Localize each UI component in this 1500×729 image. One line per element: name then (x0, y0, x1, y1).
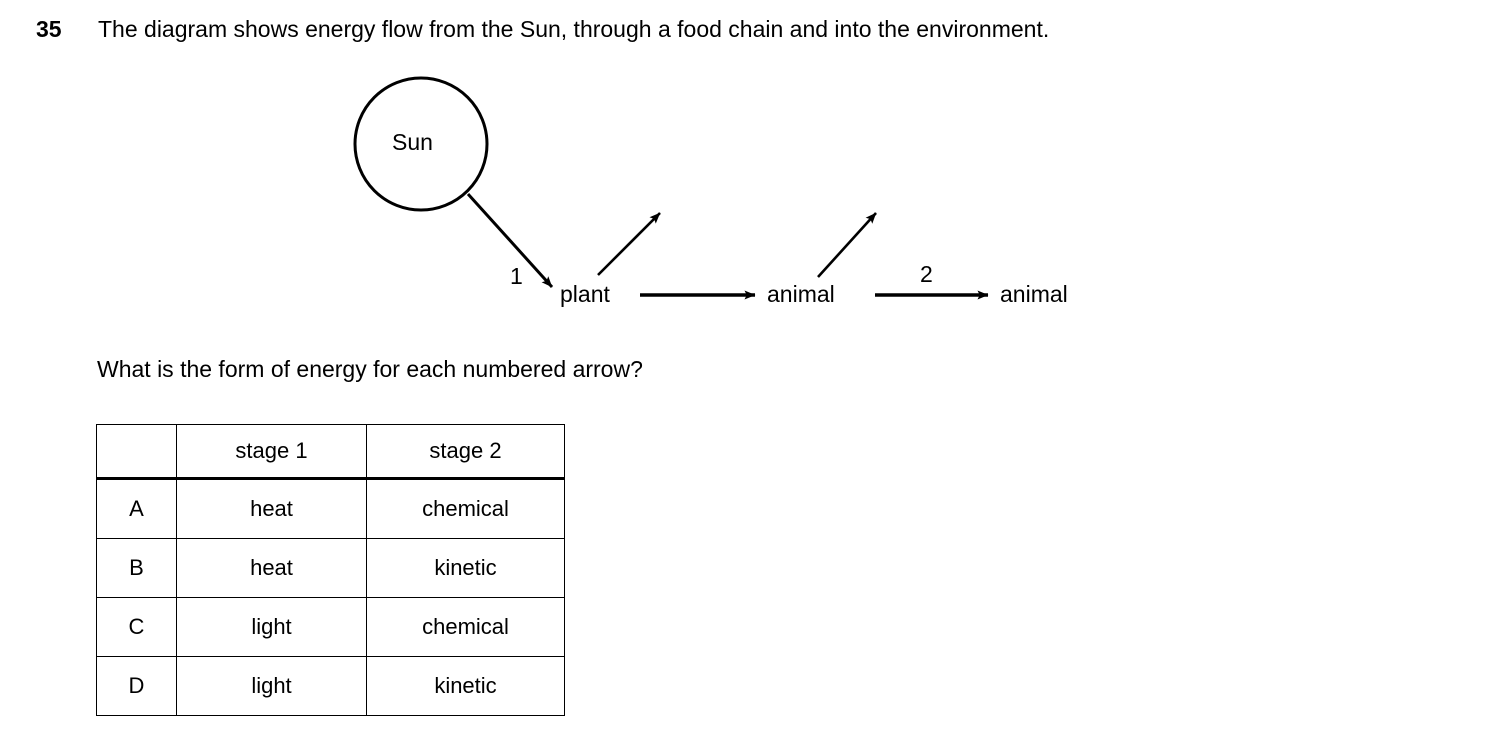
table-row[interactable]: D light kinetic (96, 656, 565, 716)
option-c-stage-2: chemical (366, 597, 565, 657)
table-row[interactable]: B heat kinetic (96, 538, 565, 598)
arrow-1-number-label: 1 (510, 263, 523, 289)
option-d-stage-1: light (176, 656, 367, 716)
option-key-b: B (96, 538, 177, 598)
animal-1-label: animal (767, 281, 835, 307)
sun-label: Sun (392, 129, 433, 155)
column-header-stage-1: stage 1 (176, 424, 367, 480)
diagram-graphics (353, 76, 989, 300)
sun-circle (353, 76, 489, 212)
option-key-c: C (96, 597, 177, 657)
table-row[interactable]: C light chemical (96, 597, 565, 657)
option-b-stage-2: kinetic (366, 538, 565, 598)
option-c-stage-1: light (176, 597, 367, 657)
option-a-stage-2: chemical (366, 478, 565, 539)
table-row[interactable]: A heat chemical (96, 478, 565, 539)
option-key-d: D (96, 656, 177, 716)
energy-flow-diagram: Sun 1 plant animal 2 animal (0, 55, 1200, 335)
animal-2-label: animal (1000, 281, 1068, 307)
sub-question-text: What is the form of energy for each numb… (97, 356, 643, 382)
arrow-plant-energy-loss (597, 212, 661, 276)
arrow-sun-to-plant (466, 192, 554, 289)
question-stem-text: The diagram shows energy flow from the S… (98, 16, 1050, 42)
arrow-2-number-label: 2 (920, 261, 933, 287)
plant-label: plant (560, 281, 610, 307)
column-header-key (96, 424, 177, 480)
column-header-stage-2: stage 2 (366, 424, 565, 480)
option-b-stage-1: heat (176, 538, 367, 598)
question-number: 35 (36, 16, 62, 42)
arrow-animal-energy-loss (817, 212, 877, 278)
option-key-a: A (96, 478, 177, 539)
option-a-stage-1: heat (176, 478, 367, 539)
table-header-row: stage 1 stage 2 (96, 424, 565, 480)
question-header: 35 The diagram shows energy flow from th… (36, 12, 1436, 46)
option-d-stage-2: kinetic (366, 656, 565, 716)
answer-options-table: stage 1 stage 2 A heat chemical B heat k… (96, 424, 565, 716)
